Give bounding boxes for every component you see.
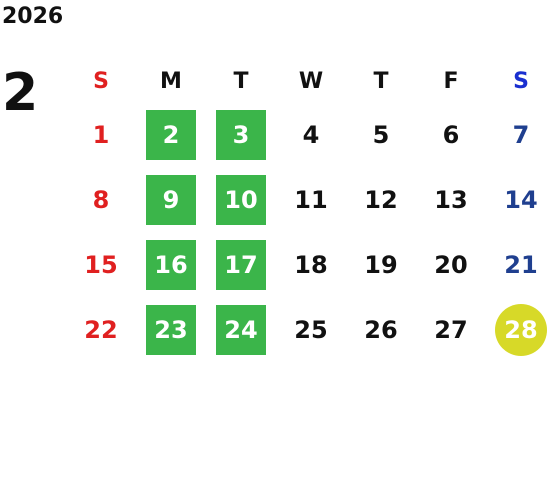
day-number: 11 (294, 185, 328, 214)
day-cell: 4 (276, 102, 346, 167)
day-number: 4 (302, 120, 320, 149)
day-number: 1 (92, 120, 110, 149)
weekday-header-tuesday: T (233, 68, 249, 94)
day-number-closed: 3 (216, 109, 266, 160)
day-number-closed: 23 (146, 304, 196, 355)
day-number-highlighted: 28 (495, 303, 547, 356)
day-number: 8 (92, 185, 110, 214)
day-cell: 10 (206, 167, 276, 232)
day-cell: 13 (416, 167, 486, 232)
day-number: 26 (364, 315, 398, 344)
day-cell: 24 (206, 297, 276, 362)
day-cell: 11 (276, 167, 346, 232)
day-cell: 19 (346, 232, 416, 297)
day-cell: 22 (66, 297, 136, 362)
day-cell: 8 (66, 167, 136, 232)
day-number: 12 (364, 185, 398, 214)
weekday-header-monday: M (160, 68, 182, 94)
day-number: 7 (512, 120, 530, 149)
day-number: 20 (434, 250, 468, 279)
day-number: 14 (504, 185, 538, 214)
day-number: 6 (442, 120, 460, 149)
day-number: 15 (84, 250, 118, 279)
day-number-closed: 16 (146, 239, 196, 290)
weekday-header-thursday: T (373, 68, 389, 94)
day-cell: 2 (136, 102, 206, 167)
weekday-header-friday: F (443, 68, 459, 94)
day-cell: 26 (346, 297, 416, 362)
day-cell: 16 (136, 232, 206, 297)
day-cell: 12 (346, 167, 416, 232)
day-cell: 5 (346, 102, 416, 167)
weekday-header-saturday: S (513, 68, 529, 94)
day-number: 25 (294, 315, 328, 344)
day-number-closed: 9 (146, 174, 196, 225)
calendar-grid: S M T W T F S 1 2 3 4 5 6 7 8 9 10 11 12… (66, 60, 548, 362)
day-number-closed: 2 (146, 109, 196, 160)
day-cell: 25 (276, 297, 346, 362)
day-cell: 15 (66, 232, 136, 297)
day-cell: 14 (486, 167, 548, 232)
day-cell: 27 (416, 297, 486, 362)
day-cell: 21 (486, 232, 548, 297)
day-cell: 7 (486, 102, 548, 167)
day-cell: 1 (66, 102, 136, 167)
day-cell: 3 (206, 102, 276, 167)
day-number: 21 (504, 250, 538, 279)
weekday-header-sunday: S (93, 68, 109, 94)
day-cell: 18 (276, 232, 346, 297)
day-number: 18 (294, 250, 328, 279)
day-number: 13 (434, 185, 468, 214)
day-cell: 20 (416, 232, 486, 297)
calendar-year: 2026 (2, 4, 64, 29)
day-number: 19 (364, 250, 398, 279)
day-number: 27 (434, 315, 468, 344)
day-cell: 17 (206, 232, 276, 297)
day-number-closed: 17 (216, 239, 266, 290)
day-number: 22 (84, 315, 118, 344)
weekday-header-wednesday: W (298, 68, 324, 94)
day-cell: 6 (416, 102, 486, 167)
day-cell: 9 (136, 167, 206, 232)
calendar-month: 2 (2, 63, 39, 123)
day-cell: 28 (486, 297, 548, 362)
day-cell: 23 (136, 297, 206, 362)
day-number-closed: 10 (216, 174, 266, 225)
day-number: 5 (372, 120, 390, 149)
day-number-closed: 24 (216, 304, 266, 355)
